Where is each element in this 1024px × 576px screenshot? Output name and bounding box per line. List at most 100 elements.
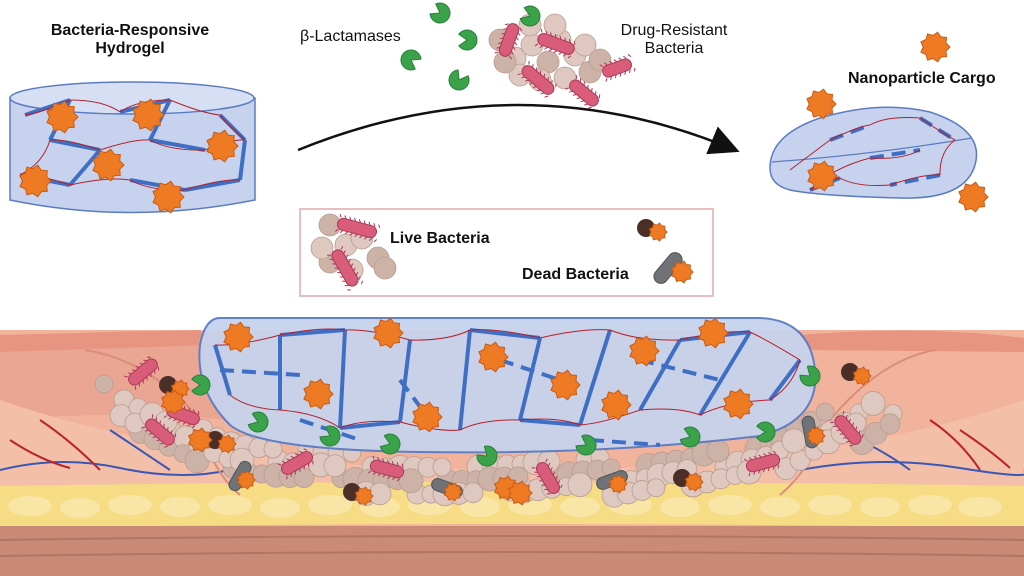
- pilus: [141, 426, 145, 429]
- pilus: [281, 460, 286, 464]
- polymer-chain: [339, 420, 401, 429]
- pilus: [539, 45, 543, 49]
- polymer-chain: [19, 139, 51, 176]
- pilus: [605, 77, 608, 82]
- polymer-chain: [869, 117, 921, 126]
- pilus: [339, 213, 342, 218]
- cylinder-network: [19, 98, 247, 214]
- pilus: [142, 379, 144, 384]
- pilus: [334, 267, 339, 269]
- polymer-chain: [919, 117, 956, 141]
- nanoparticle: [152, 180, 185, 214]
- pilus: [193, 409, 195, 413]
- live-bacterium: [743, 450, 781, 477]
- polymer-chain: [49, 139, 101, 151]
- pilus: [528, 60, 530, 65]
- nanoparticle: [508, 480, 533, 506]
- pilus: [619, 72, 622, 77]
- nanoparticle: [354, 486, 374, 506]
- crosslinker: [149, 138, 206, 152]
- pilus: [608, 60, 613, 64]
- pilus: [539, 70, 542, 75]
- pilus: [139, 362, 144, 365]
- pilus: [633, 67, 636, 72]
- pilus: [555, 475, 558, 480]
- polymer-chain: [409, 329, 471, 341]
- nanoparticle: [161, 389, 186, 415]
- biofilm-cell: [860, 391, 886, 416]
- pilus: [529, 82, 533, 85]
- pilus: [368, 237, 373, 241]
- pilus: [171, 430, 173, 434]
- blood-vessels: [0, 419, 1024, 477]
- pilus: [329, 259, 334, 261]
- live-bacterium: [277, 448, 314, 480]
- pilus: [546, 493, 551, 495]
- pilus: [531, 467, 536, 469]
- biofilm-cell: [781, 428, 807, 454]
- biofilm-cell: [462, 482, 484, 504]
- bacterium-body: [498, 23, 520, 57]
- biofilm-cell: [368, 482, 392, 506]
- pilus: [748, 457, 753, 461]
- pilus: [335, 228, 339, 232]
- pilus: [144, 429, 149, 432]
- crosslinker: [499, 358, 561, 382]
- pilus: [299, 468, 301, 472]
- lactamases-label: β-Lactamases: [300, 28, 401, 45]
- nanoparticle: [629, 335, 660, 367]
- pilus: [545, 30, 548, 35]
- nanoparticle-cargo-label: Nanoparticle Cargo: [848, 70, 996, 87]
- pilus: [391, 460, 394, 465]
- biofilm-cell: [373, 256, 397, 280]
- pilus: [514, 41, 518, 46]
- nanoparticle: [698, 317, 729, 349]
- biofilm-cell: [815, 402, 835, 422]
- crosslinker: [518, 337, 542, 421]
- crosslinker: [458, 329, 472, 431]
- polymer-chain: [459, 419, 521, 431]
- pilus: [340, 245, 344, 250]
- pilus: [312, 460, 314, 465]
- biofilm-cell: [567, 472, 593, 498]
- pilus: [861, 434, 864, 438]
- pilus: [536, 475, 541, 478]
- biofilm-cell: [323, 454, 347, 478]
- process-arrow: [297, 103, 740, 155]
- lactamase-enzyme: [575, 434, 597, 456]
- bacterium-body: [537, 33, 575, 55]
- lactamase-enzyme: [519, 5, 541, 27]
- nanoparticle: [671, 260, 694, 284]
- pilus: [567, 55, 572, 59]
- pilus: [191, 425, 196, 429]
- pilus: [127, 372, 132, 375]
- live-bacterium: [141, 414, 177, 448]
- pilus: [499, 37, 504, 40]
- polymer-chain: [769, 359, 801, 401]
- lactamase-enzyme: [799, 365, 821, 387]
- pilus: [515, 37, 519, 41]
- crosslinker: [869, 148, 921, 160]
- pilus: [598, 94, 601, 99]
- pilus: [372, 455, 375, 460]
- nanoparticle: [19, 164, 52, 198]
- pilus: [327, 254, 331, 256]
- pilus: [753, 455, 757, 459]
- polymer-chain: [219, 114, 246, 141]
- bacterium-body: [336, 217, 378, 239]
- pilus: [277, 463, 282, 466]
- nanoparticle: [373, 317, 404, 349]
- pilus: [151, 414, 154, 418]
- degraded-hydrogel: [769, 106, 978, 199]
- pilus: [496, 46, 501, 49]
- legend-live-label: Live Bacteria: [390, 230, 490, 247]
- polymer-chain: [889, 174, 941, 186]
- pilus: [599, 64, 604, 68]
- crosslinker: [49, 138, 101, 152]
- hydrogel-title: Bacteria-Responsive Hydrogel: [30, 22, 230, 57]
- wound-hydrogel: [198, 317, 817, 454]
- crosslinker: [589, 438, 661, 447]
- pilus: [303, 465, 305, 470]
- polymer-chain: [169, 99, 221, 116]
- biofilm-cell: [706, 439, 730, 463]
